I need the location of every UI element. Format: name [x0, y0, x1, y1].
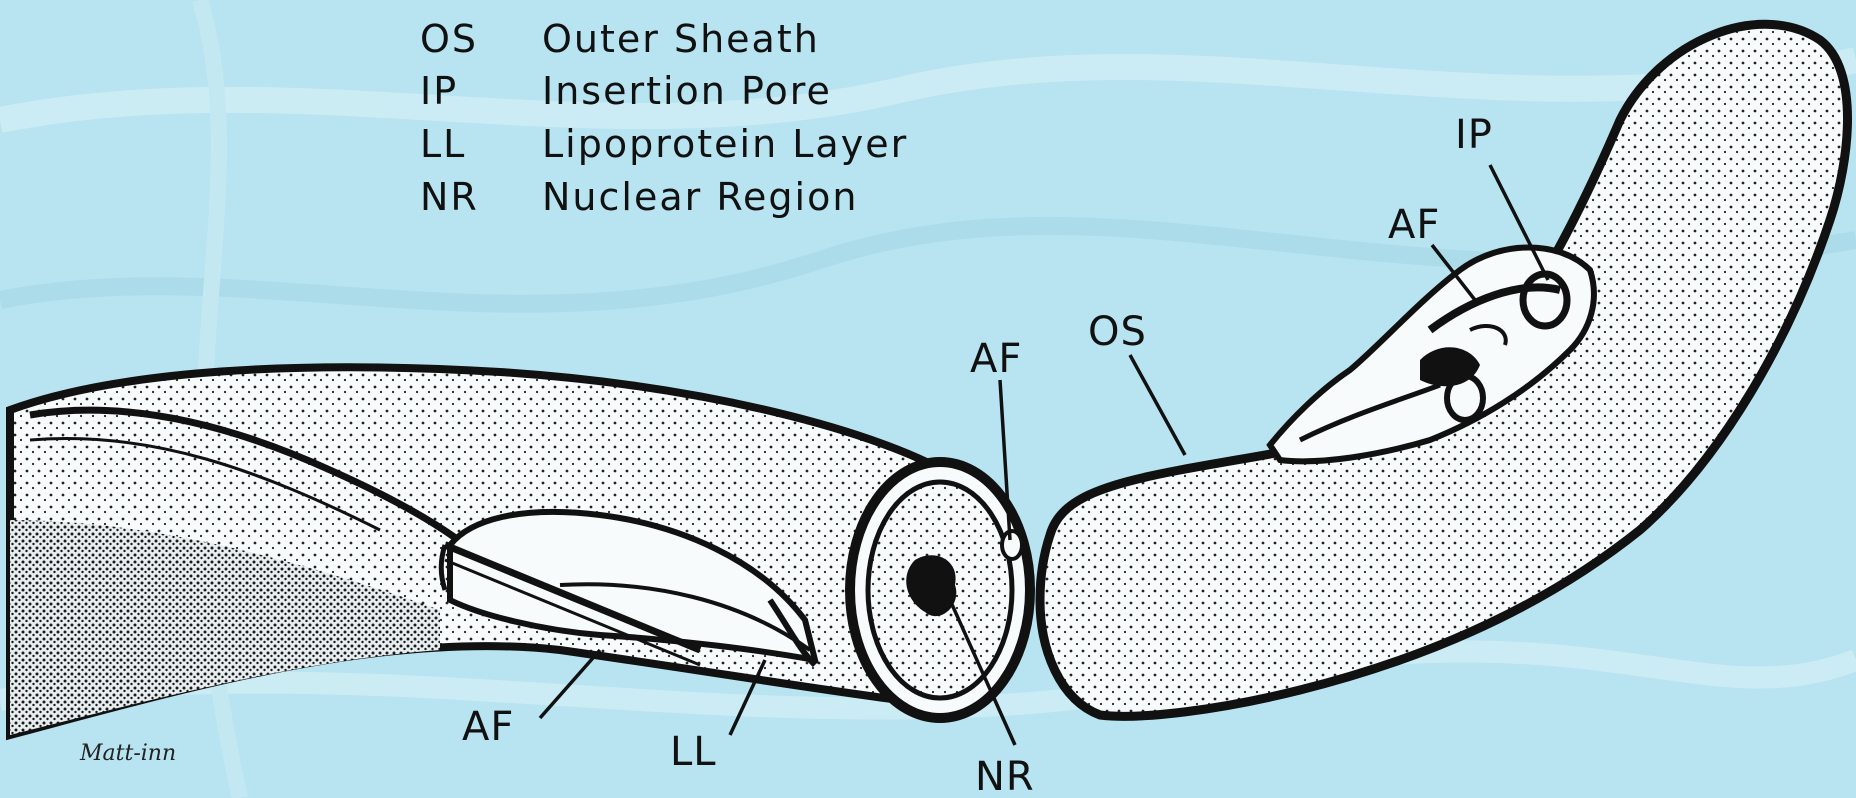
label-ll: LL — [670, 729, 717, 775]
legend-name-ip: Insertion Pore — [542, 69, 832, 113]
legend-name-ll: Lipoprotein Layer — [542, 122, 908, 166]
legend-abbr-ip: IP — [420, 69, 458, 113]
artist-signature: Matt-inn — [79, 741, 176, 766]
label-nr: NR — [975, 754, 1035, 798]
tube-cross-section — [850, 462, 1030, 718]
right-curved-cell — [1040, 24, 1848, 716]
label-ip: IP — [1455, 112, 1493, 158]
legend-name-os: Outer Sheath — [542, 17, 820, 61]
legend-abbr-os: OS — [420, 17, 478, 61]
legend-abbr-nr: NR — [420, 175, 479, 219]
label-af-top-right: AF — [1388, 202, 1440, 248]
label-af-top-left: AF — [970, 336, 1022, 382]
legend-abbr-ll: LL — [420, 122, 466, 166]
label-os: OS — [1088, 309, 1147, 355]
legend-name-nr: Nuclear Region — [542, 175, 858, 219]
label-af-bottom: AF — [462, 704, 514, 750]
